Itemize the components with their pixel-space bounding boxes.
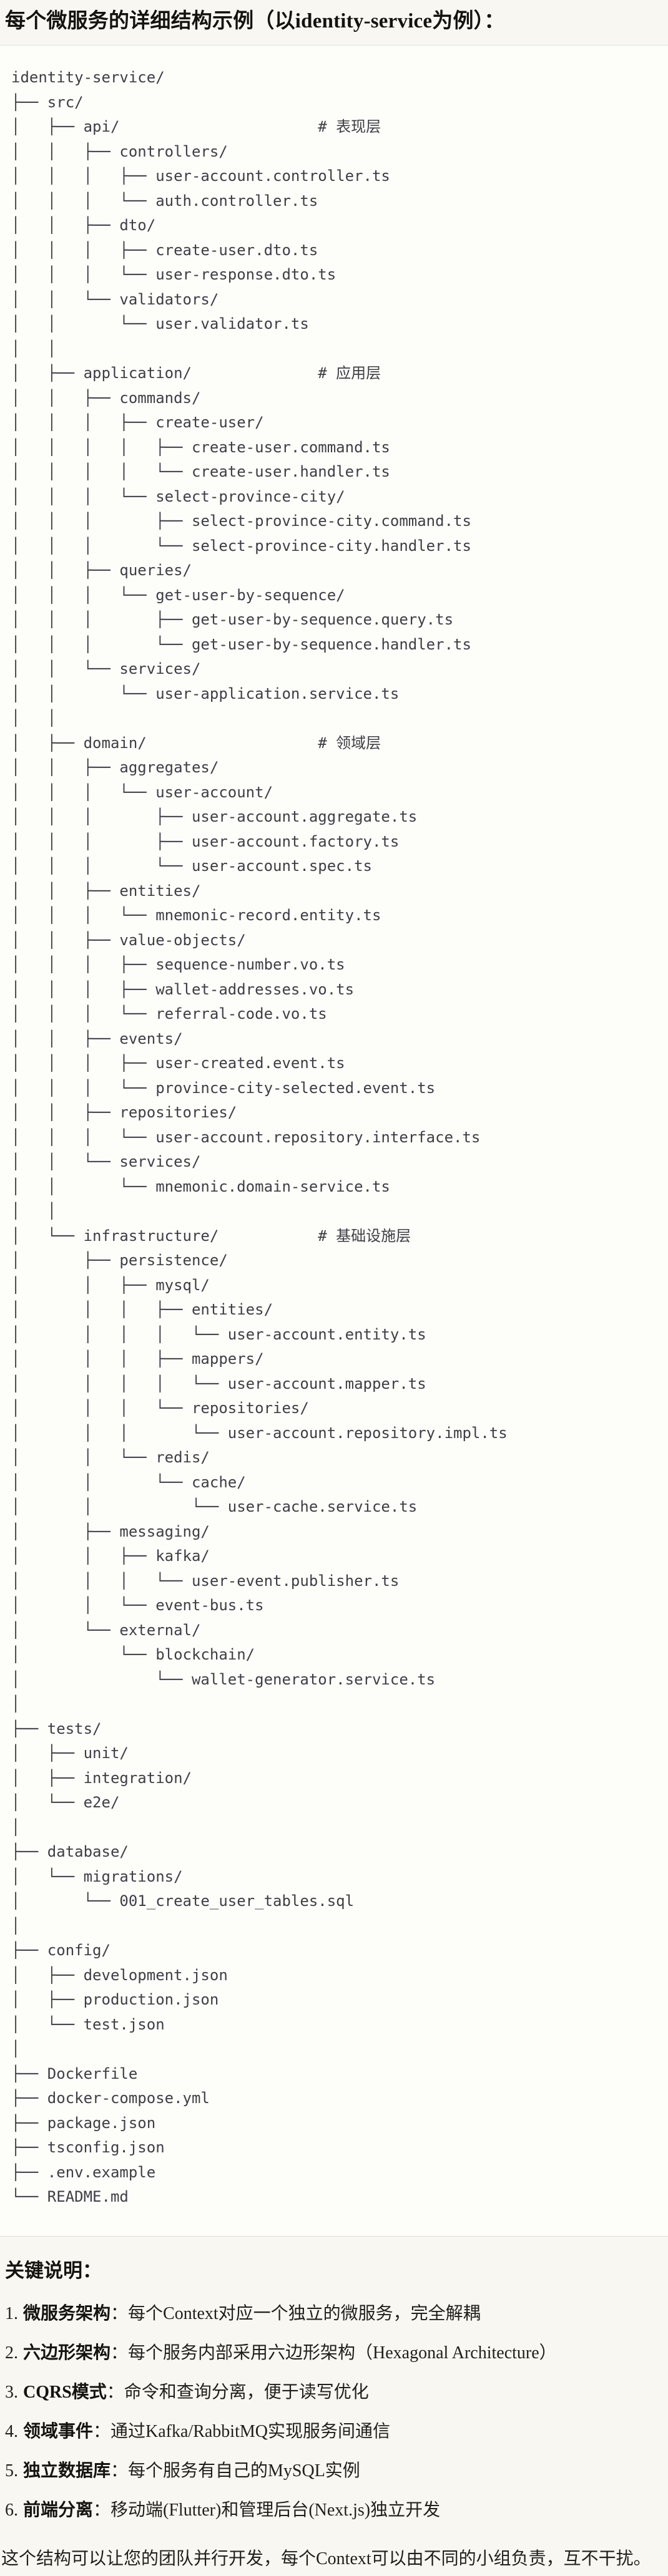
note-text: ：每个Context对应一个独立的微服务，完全解耦 [111,2303,481,2323]
note-item-cqrs: 3.CQRS模式：命令和查询分离，便于读写优化 [5,2380,668,2405]
note-label: 领域事件 [23,2421,94,2441]
note-text: ：通过Kafka/RabbitMQ实现服务间通信 [93,2421,390,2441]
note-item-independent-db: 5.独立数据库：每个服务有自己的MySQL实例 [5,2459,668,2484]
note-item-hexagonal: 2.六边形架构：每个服务内部采用六边形架构（Hexagonal Architec… [5,2341,668,2366]
note-number: 5. [5,2461,18,2481]
note-text: ：每个服务有自己的MySQL实例 [111,2461,360,2481]
note-item-frontend-split: 6.前端分离：移动端(Flutter)和管理后台(Next.js)独立开发 [5,2498,668,2523]
notes-list: 1.微服务架构：每个Context对应一个独立的微服务，完全解耦 2.六边形架构… [5,2301,668,2523]
note-item-domain-events: 4.领域事件：通过Kafka/RabbitMQ实现服务间通信 [5,2419,668,2444]
document-page: 每个微服务的详细结构示例（以identity-service为例）： ident… [0,7,668,2576]
code-block-directory-tree: identity-service/ ├── src/ │ ├── api/ # … [0,45,668,2237]
note-label: 独立数据库 [23,2461,111,2481]
note-text: ：命令和查询分离，便于读写优化 [106,2382,369,2402]
closing-paragraph: 这个结构可以让您的团队并行开发，每个Context可以由不同的小组负责，互不干扰… [1,2549,651,2569]
note-label: CQRS模式 [23,2382,107,2402]
note-number: 1. [5,2303,18,2323]
note-number: 3. [5,2382,18,2402]
page-title: 每个微服务的详细结构示例（以identity-service为例）： [5,10,505,32]
note-label: 微服务架构 [23,2303,111,2323]
note-item-microservice: 1.微服务架构：每个Context对应一个独立的微服务，完全解耦 [5,2301,668,2326]
note-text: ：移动端(Flutter)和管理后台(Next.js)独立开发 [93,2500,441,2520]
note-number: 6. [5,2500,18,2520]
note-number: 4. [5,2421,18,2441]
note-label: 六边形架构 [23,2343,111,2363]
note-text: ：每个服务内部采用六边形架构（Hexagonal Architecture） [111,2343,557,2363]
note-number: 2. [5,2343,18,2363]
note-label: 前端分离 [23,2500,94,2520]
notes-heading: 关键说明： [5,2259,102,2282]
